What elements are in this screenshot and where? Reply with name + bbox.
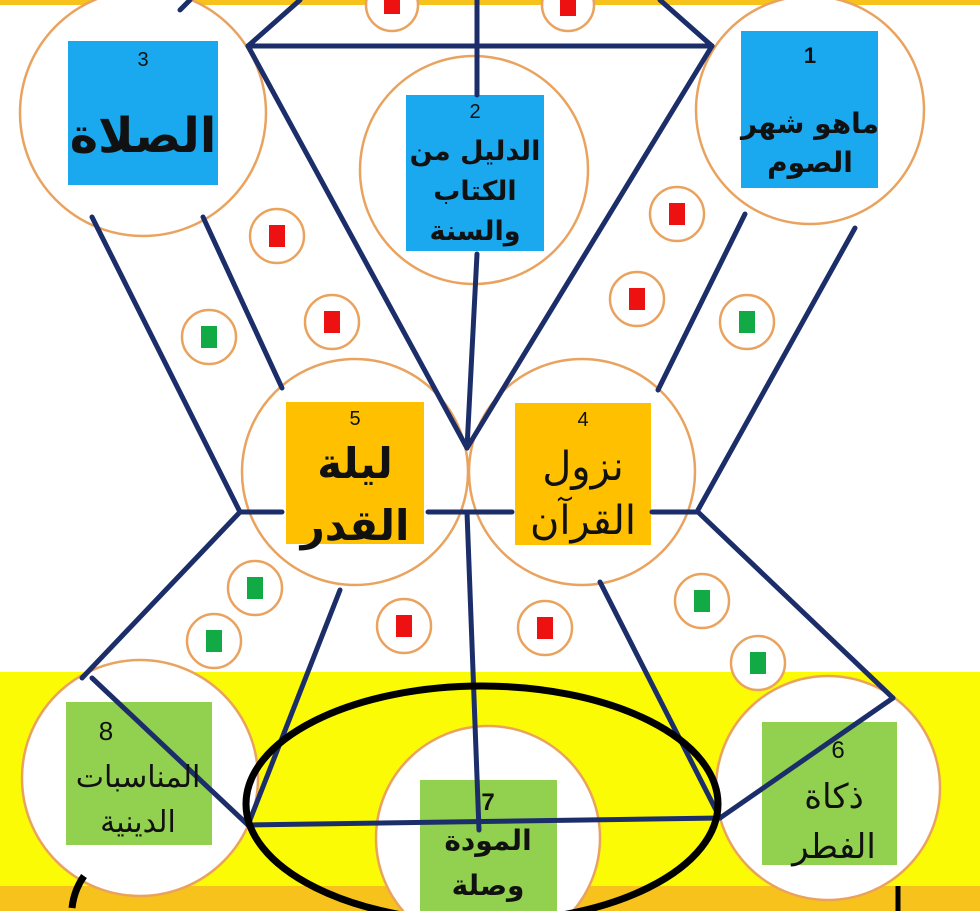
node-boxes bbox=[66, 31, 897, 911]
markers bbox=[180, 0, 787, 692]
connector-line bbox=[79, 509, 243, 681]
node-3-line: الصلاة bbox=[70, 108, 217, 164]
connector-line bbox=[245, 587, 343, 828]
node-5-line: القدر bbox=[299, 501, 410, 550]
node-1-label: 1 ماهو شهر الصوم bbox=[739, 43, 879, 179]
connector-line bbox=[655, 211, 748, 393]
connector-line bbox=[89, 675, 251, 828]
node-1-line: الصوم bbox=[767, 146, 853, 179]
node-2-line: والسنة bbox=[429, 216, 520, 247]
box-node-7 bbox=[420, 780, 557, 911]
node-8-number: 8 bbox=[99, 716, 113, 746]
node-4-line: نزول bbox=[542, 444, 624, 490]
highlight-arc-left bbox=[68, 873, 87, 909]
marker-green bbox=[247, 577, 263, 599]
connector-line bbox=[464, 509, 482, 833]
node-1-number: 1 bbox=[804, 43, 816, 68]
marker-red bbox=[560, 0, 576, 16]
connector-lines bbox=[79, 0, 896, 833]
marker-red bbox=[384, 0, 400, 14]
connector-line bbox=[200, 214, 285, 391]
node-5-number: 5 bbox=[349, 408, 360, 430]
box-node-5 bbox=[286, 402, 424, 544]
marker-green bbox=[694, 590, 710, 612]
top-band bbox=[0, 0, 980, 5]
connector-line bbox=[695, 509, 896, 701]
node-8-label: 8 المناسبات الدينية bbox=[76, 716, 201, 840]
node-3-label: 3 الصلاة bbox=[70, 49, 217, 164]
node-6-number: 6 bbox=[831, 737, 844, 764]
connector-line bbox=[245, 815, 723, 828]
node-7-line: المودة bbox=[444, 824, 531, 857]
connector-line bbox=[177, 0, 193, 13]
marker-red bbox=[629, 288, 645, 310]
marker-red bbox=[269, 225, 285, 247]
node-2-line: الدليل من bbox=[410, 136, 541, 167]
node-5-line: ليلة bbox=[317, 439, 393, 488]
node-7-label: 7 المودة وصلة bbox=[444, 789, 531, 902]
marker-red bbox=[396, 615, 412, 637]
node-2-line: الكتاب bbox=[433, 176, 516, 207]
box-node-3 bbox=[68, 41, 218, 185]
connector-line bbox=[695, 225, 858, 513]
node-3-number: 3 bbox=[137, 49, 148, 71]
box-node-2 bbox=[406, 95, 544, 251]
connector-line bbox=[464, 43, 715, 451]
node-2-label: 2 الدليل من الكتاب والسنة bbox=[410, 101, 541, 247]
node-6-line: ذكاة bbox=[804, 777, 864, 817]
node-6-line: الفطر bbox=[790, 827, 876, 867]
node-4-label: 4 نزول القرآن bbox=[530, 409, 636, 544]
highlight-ellipse bbox=[242, 682, 722, 911]
marker-green bbox=[201, 326, 217, 348]
marker-ring bbox=[364, 0, 420, 33]
connector-line bbox=[245, 0, 303, 49]
connector-line bbox=[657, 0, 715, 49]
marker-red bbox=[324, 311, 340, 333]
box-node-4 bbox=[515, 403, 651, 545]
marker-green bbox=[206, 630, 222, 652]
node-6-label: 6 ذكاة الفطر bbox=[790, 737, 876, 867]
node-8-line: المناسبات bbox=[76, 760, 201, 795]
node-8-line: الدينية bbox=[100, 805, 176, 840]
marker-red bbox=[669, 203, 685, 225]
node-7-line: وصلة bbox=[452, 869, 525, 902]
node-2-number: 2 bbox=[469, 101, 480, 123]
box-node-8 bbox=[66, 702, 212, 845]
node-1-line: ماهو شهر bbox=[739, 107, 879, 140]
box-node-1 bbox=[741, 31, 878, 188]
node-5-label: 5 ليلة القدر bbox=[299, 408, 410, 550]
connector-line bbox=[464, 251, 480, 451]
connector-line bbox=[597, 579, 723, 821]
marker-green bbox=[739, 311, 755, 333]
box-node-6 bbox=[762, 722, 897, 865]
node-7-number: 7 bbox=[481, 789, 494, 816]
node-4-number: 4 bbox=[577, 409, 588, 431]
marker-green bbox=[750, 652, 766, 674]
connector-line bbox=[245, 43, 470, 451]
node-4-line: القرآن bbox=[530, 496, 636, 544]
marker-red bbox=[537, 617, 553, 639]
connector-line bbox=[89, 214, 243, 515]
connector-line bbox=[717, 695, 896, 821]
